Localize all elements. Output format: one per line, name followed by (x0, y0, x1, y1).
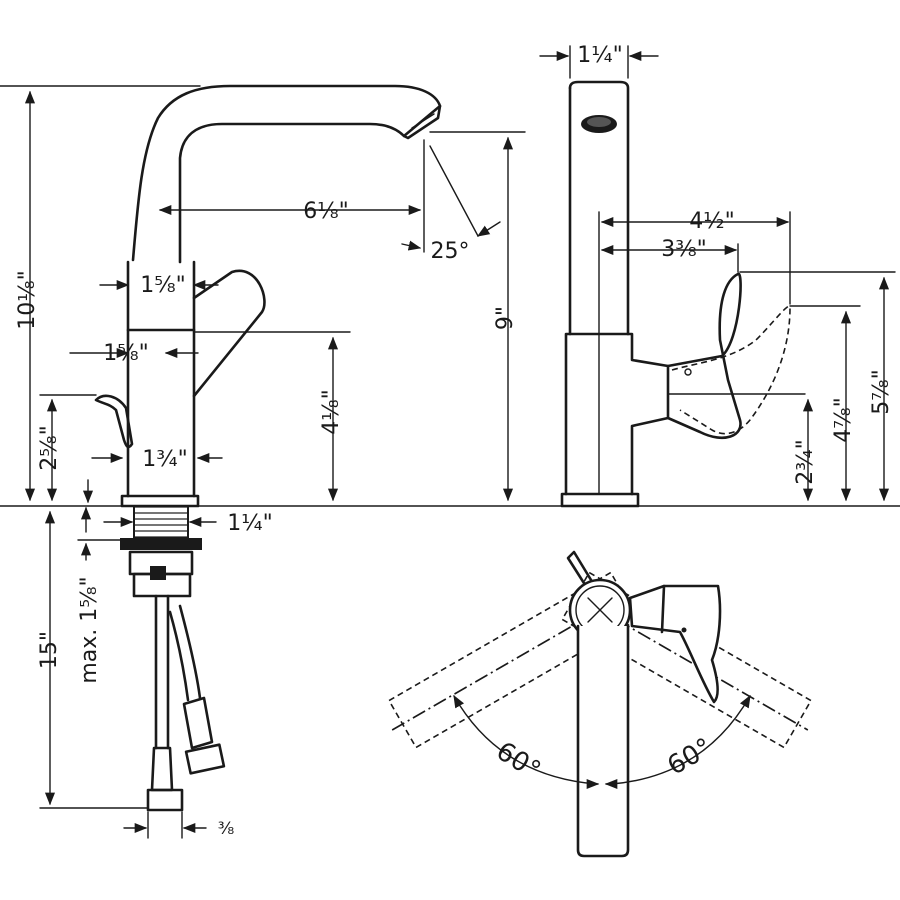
front-lever (192, 269, 266, 398)
label-rotation-right: 60° (663, 733, 718, 782)
side-view (560, 80, 806, 508)
label-lever-reach-max: 4¹⁄₂" (689, 209, 734, 234)
front-drain-knob (94, 394, 134, 449)
front-spout-inner (178, 122, 406, 264)
label-lever-pivot-height: 2³⁄₄" (793, 439, 818, 484)
side-dimensions (539, 45, 896, 502)
label-lever-reach-min: 3³⁄₈" (661, 237, 706, 262)
label-base-width: 1³⁄₄" (142, 447, 187, 472)
front-shank (133, 505, 189, 539)
top-arc-left (453, 694, 597, 785)
label-rotation-left: 60° (491, 736, 546, 786)
side-body (564, 332, 670, 496)
front-hose-nut-secondary (184, 743, 226, 775)
label-lever-open-height: 4⁷⁄₈" (831, 397, 856, 442)
top-arc-right (611, 694, 751, 785)
label-lever-height: 4¹⁄₈" (319, 389, 344, 434)
label-body-width: 1⁵⁄₈" (103, 341, 148, 366)
front-dimensions (0, 85, 526, 839)
side-lever-open (671, 305, 791, 435)
top-spout (576, 624, 630, 858)
label-hose-connection: ³⁄₈ (218, 819, 235, 839)
side-base (560, 492, 640, 508)
top-view (387, 550, 813, 858)
front-spout-outer (131, 84, 442, 262)
front-body (126, 260, 196, 498)
label-spout-depth: 1¹⁄₄" (577, 43, 622, 68)
front-aerator (402, 104, 442, 140)
label-spout-width: 1⁵⁄₈" (140, 273, 185, 298)
label-lever-top-height: 5⁷⁄₈" (869, 369, 894, 414)
label-max-deck-thickness: max. 1⁵⁄₈" (77, 576, 102, 683)
label-spout-reach: 6¹⁄₈" (303, 199, 348, 224)
front-base (120, 494, 200, 508)
label-spout-angle: 25° (431, 239, 470, 264)
front-hose-nut-main (146, 788, 184, 812)
front-hose-secondary (168, 604, 202, 702)
front-washer (120, 538, 202, 550)
front-view (94, 84, 442, 812)
front-hose-main (154, 594, 170, 750)
side-lever (666, 272, 742, 440)
label-drain-height: 2⁵⁄₈" (37, 425, 62, 470)
side-spout (568, 80, 630, 336)
label-overall-height: 10¹⁄₈" (15, 270, 40, 329)
label-hose-length: 15" (37, 631, 62, 669)
label-spout-height: 9" (493, 306, 518, 330)
label-thread-diameter: 1¹⁄₄" (227, 511, 272, 536)
top-lever (628, 584, 722, 704)
